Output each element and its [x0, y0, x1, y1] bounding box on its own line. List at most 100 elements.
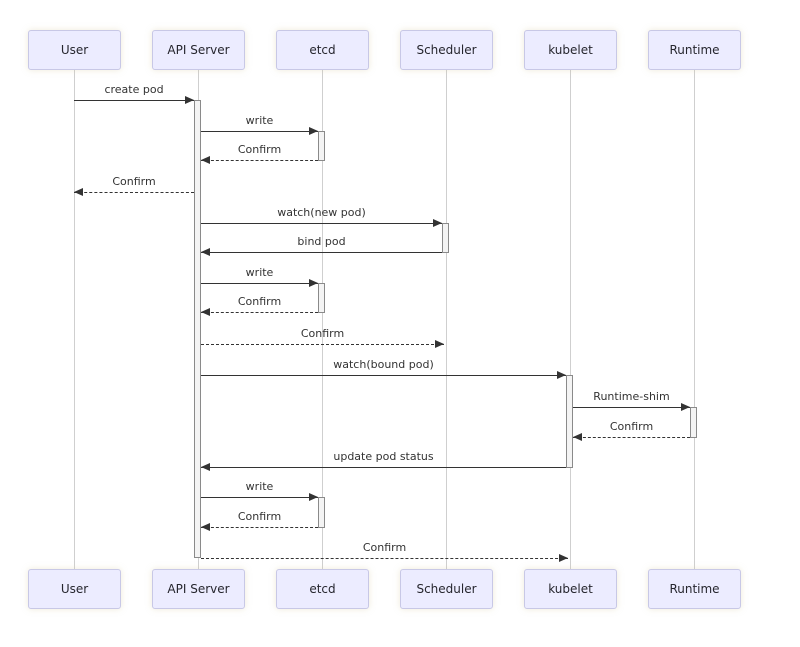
message-confirm-etcd-3: Confirm	[201, 510, 318, 531]
participant-label: API Server	[167, 582, 230, 596]
message-label: Confirm	[300, 327, 345, 340]
message-label: create pod	[104, 83, 164, 96]
message-watch-new-pod: watch(new pod)	[201, 206, 442, 227]
participant-bottom-user: User	[28, 569, 121, 609]
activation-api-server	[194, 100, 201, 558]
message-label: Confirm	[112, 175, 156, 188]
participant-label: Scheduler	[416, 43, 477, 57]
message-confirm-etcd-2: Confirm	[201, 295, 318, 316]
arrowhead-right-icon	[309, 493, 318, 501]
participant-label: Runtime	[669, 582, 720, 596]
arrowhead-left-icon	[573, 433, 582, 441]
arrowhead-right-icon	[185, 96, 194, 104]
message-write-2: write	[201, 266, 318, 287]
participant-label: Runtime	[669, 43, 720, 57]
participant-label: Scheduler	[416, 582, 477, 596]
message-line	[201, 283, 318, 284]
message-label: Confirm	[609, 420, 654, 433]
lifeline-etcd	[322, 70, 323, 569]
participant-bottom-kubelet: kubelet	[524, 569, 617, 609]
participant-top-scheduler: Scheduler	[400, 30, 493, 70]
participant-bottom-etcd: etcd	[276, 569, 369, 609]
participant-bottom-api-server: API Server	[152, 569, 245, 609]
message-line	[201, 312, 318, 313]
message-confirm-runtime: Confirm	[573, 420, 690, 441]
message-write-1: write	[201, 114, 318, 135]
activation-etcd-1	[318, 131, 325, 161]
message-line	[201, 223, 442, 224]
participant-top-user: User	[28, 30, 121, 70]
arrowhead-left-icon	[201, 156, 210, 164]
arrowhead-right-icon	[557, 371, 566, 379]
message-confirm-kubelet: Confirm	[201, 541, 568, 562]
activation-scheduler	[442, 223, 449, 253]
message-line	[201, 467, 566, 468]
message-line	[74, 100, 194, 101]
lifeline-scheduler	[446, 70, 447, 569]
arrowhead-left-icon	[201, 463, 210, 471]
message-bind-pod: bind pod	[201, 235, 442, 256]
message-label: write	[245, 480, 274, 493]
message-line	[201, 527, 318, 528]
message-label: write	[245, 114, 274, 127]
participant-top-etcd: etcd	[276, 30, 369, 70]
activation-kubelet	[566, 375, 573, 468]
arrowhead-left-icon	[74, 188, 83, 196]
message-create-pod: create pod	[74, 83, 194, 104]
message-label: Confirm	[237, 295, 282, 308]
message-label: watch(new pod)	[277, 206, 366, 219]
participant-top-runtime: Runtime	[648, 30, 741, 70]
arrowhead-right-icon	[559, 554, 568, 562]
message-label: update pod status	[333, 450, 434, 463]
message-line	[201, 497, 318, 498]
message-label: watch(bound pod)	[333, 358, 434, 371]
arrowhead-left-icon	[201, 248, 210, 256]
arrowhead-right-icon	[435, 340, 444, 348]
participant-label: etcd	[309, 582, 336, 596]
participant-top-kubelet: kubelet	[524, 30, 617, 70]
message-label: write	[245, 266, 274, 279]
message-line	[201, 375, 566, 376]
participant-label: User	[60, 582, 89, 596]
lifeline-user	[74, 70, 75, 569]
arrowhead-right-icon	[309, 279, 318, 287]
arrowhead-right-icon	[309, 127, 318, 135]
activation-etcd-3	[318, 497, 325, 528]
activation-runtime	[690, 407, 697, 438]
activation-etcd-2	[318, 283, 325, 313]
participant-top-api-server: API Server	[152, 30, 245, 70]
message-watch-bound-pod: watch(bound pod)	[201, 358, 566, 379]
message-update-pod-status: update pod status	[201, 450, 566, 471]
lifeline-kubelet	[570, 70, 571, 569]
message-line	[201, 131, 318, 132]
message-label: Confirm	[237, 143, 282, 156]
arrowhead-left-icon	[201, 523, 210, 531]
message-label: Confirm	[237, 510, 282, 523]
arrowhead-left-icon	[201, 308, 210, 316]
participant-label: User	[60, 43, 89, 57]
message-line	[573, 437, 690, 438]
message-line	[201, 252, 442, 253]
message-label: Runtime-shim	[593, 390, 670, 403]
participant-label: etcd	[309, 43, 336, 57]
message-confirm-user: Confirm	[74, 175, 194, 196]
message-label: Confirm	[362, 541, 407, 554]
participant-label: kubelet	[548, 582, 593, 596]
arrowhead-right-icon	[681, 403, 690, 411]
message-confirm-scheduler: Confirm	[201, 327, 444, 348]
message-line	[201, 160, 318, 161]
message-line	[573, 407, 690, 408]
participant-bottom-runtime: Runtime	[648, 569, 741, 609]
arrowhead-right-icon	[433, 219, 442, 227]
message-line	[74, 192, 194, 193]
message-label: bind pod	[297, 235, 346, 248]
lifeline-runtime	[694, 70, 695, 569]
message-runtime-shim: Runtime-shim	[573, 390, 690, 411]
message-confirm-etcd-1: Confirm	[201, 143, 318, 164]
participant-label: API Server	[167, 43, 230, 57]
message-write-3: write	[201, 480, 318, 501]
participant-label: kubelet	[548, 43, 593, 57]
message-line	[201, 558, 568, 559]
participant-bottom-scheduler: Scheduler	[400, 569, 493, 609]
